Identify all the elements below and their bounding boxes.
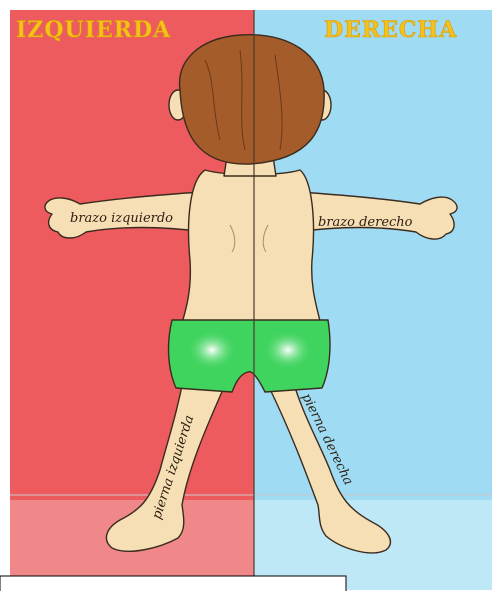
torso: [180, 170, 322, 330]
left-arm-label: brazo izquierdo: [70, 211, 173, 226]
bottom-frame: [0, 576, 346, 591]
hair: [180, 35, 325, 164]
left-title: IZQUIERDA: [16, 17, 171, 43]
right-arm-label: brazo derecho: [318, 215, 413, 230]
right-title: DERECHA: [324, 17, 457, 43]
